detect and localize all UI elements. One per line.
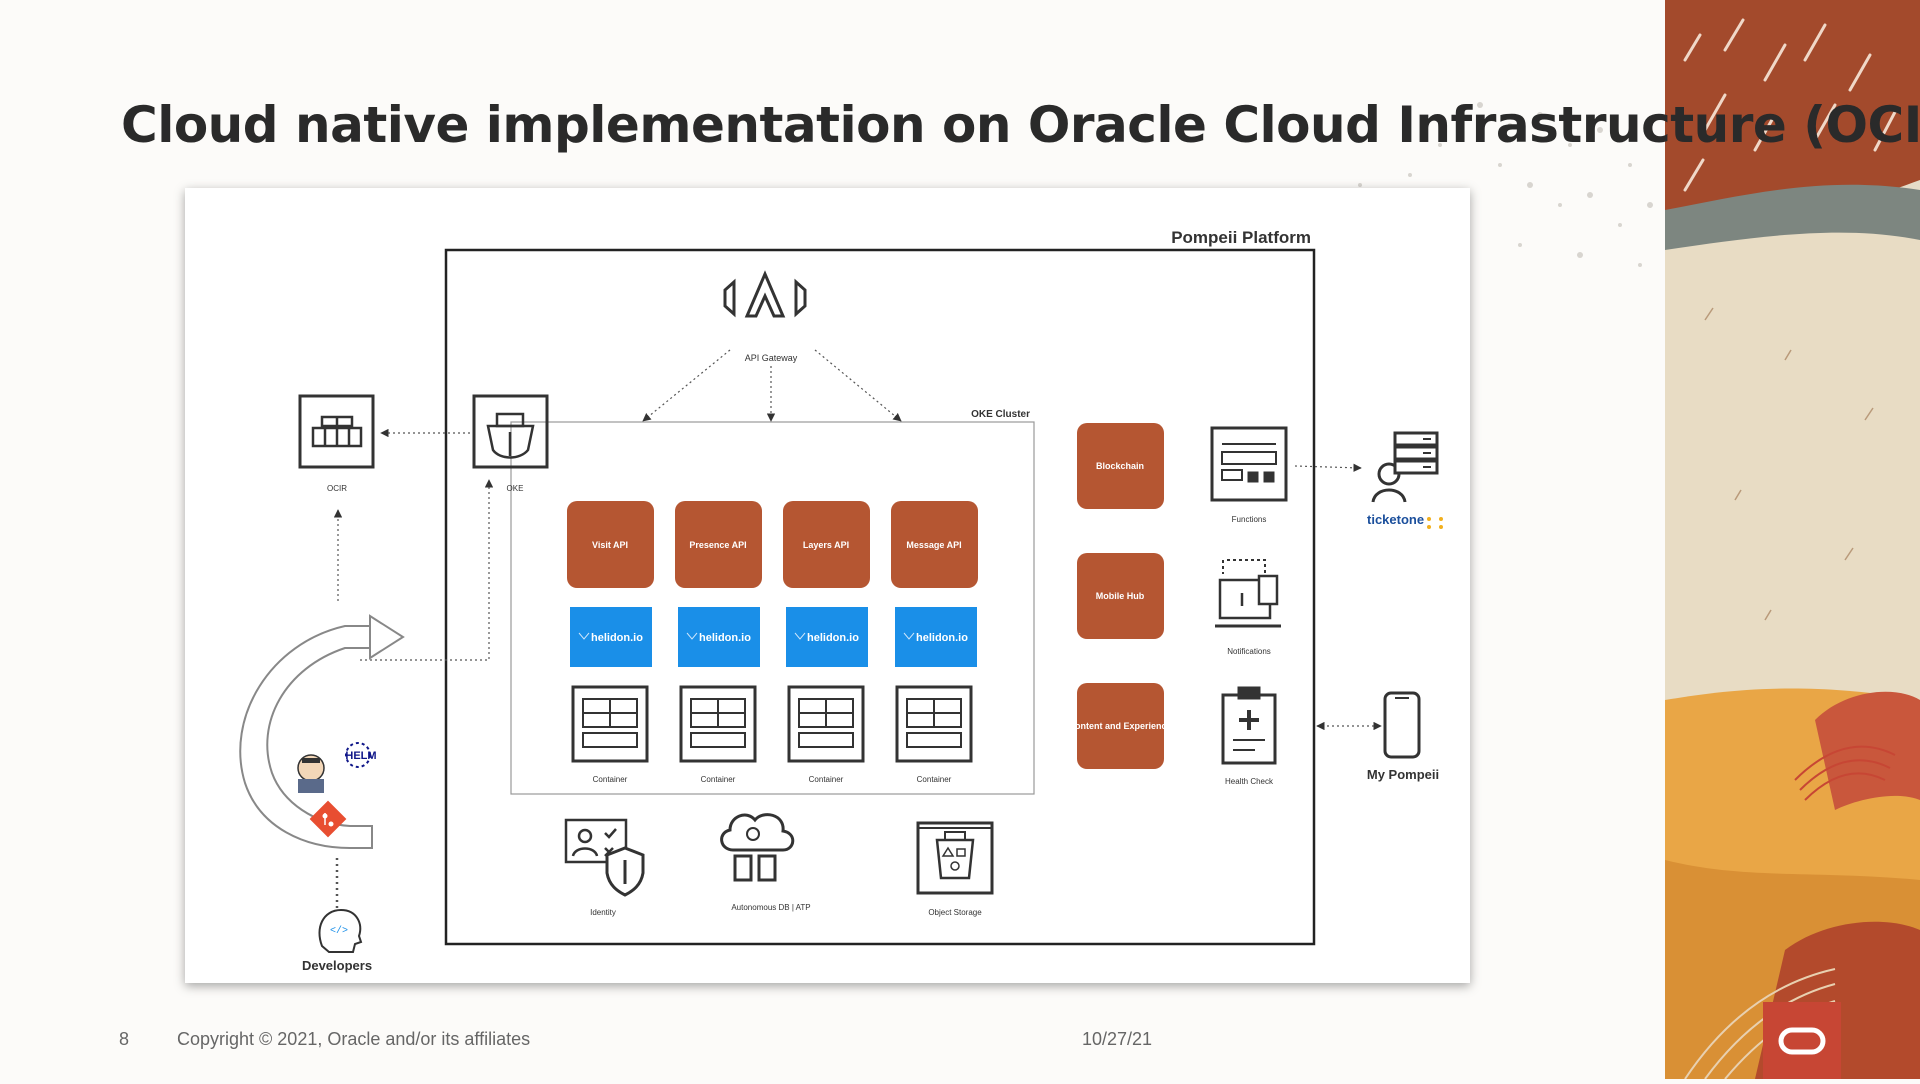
autonomous-db-icon [720, 813, 795, 882]
functions-to-ticketone-link [1294, 463, 1362, 472]
api-tile-label: Message API [906, 540, 961, 550]
ocir-label: OCIR [327, 484, 347, 493]
decorative-art-panel [1665, 0, 1920, 1079]
container-label: Container [593, 775, 628, 784]
container-icon [679, 685, 757, 763]
service-tile-label: Blockchain [1096, 461, 1144, 471]
helidon-label: helidon.io [807, 632, 859, 644]
health-check-icon [1221, 686, 1277, 765]
platform-frame [444, 248, 1316, 946]
helidon-label: helidon.io [591, 632, 643, 644]
developer-head-icon: </> [318, 908, 363, 953]
notifications-label: Notifications [1227, 647, 1271, 656]
user-server-icon [1371, 431, 1439, 503]
svg-text:</>: </> [330, 925, 348, 937]
gateway-link-left [642, 349, 731, 422]
page-number: 8 [119, 1029, 130, 1049]
gateway-link-right [814, 349, 902, 422]
oke-label: OKE [507, 484, 524, 493]
helidon-label: helidon.io [916, 632, 968, 644]
autonomous-db-label: Autonomous DB | ATP [731, 903, 810, 912]
health-check-label: Health Check [1225, 777, 1274, 786]
oracle-logo [1763, 1002, 1841, 1079]
api-tile: Message API [891, 501, 978, 588]
date-text: 10/27/21 [1082, 1029, 1153, 1049]
cluster-label: OKE Cluster [971, 409, 1030, 420]
container-label: Container [809, 775, 844, 784]
ticketone-logo: ticketone [1367, 512, 1424, 527]
my-pompeii-label: My Pompeii [1367, 767, 1439, 782]
helidon-tile: helidon.io [570, 607, 652, 667]
oke-icon [472, 394, 549, 469]
mobile-phone-icon [1383, 691, 1421, 759]
container-icon [787, 685, 865, 763]
developers-label: Developers [302, 958, 372, 973]
container-icon [895, 685, 973, 763]
helidon-tile: helidon.io [786, 607, 868, 667]
git-icon [309, 800, 347, 838]
service-tile-content: Content and Experience [1068, 683, 1172, 769]
copyright-text: Copyright © 2021, Oracle and/or its affi… [177, 1029, 531, 1049]
container-icon [571, 685, 649, 763]
jenkins-icon [297, 754, 325, 793]
oke-cluster-frame [510, 421, 1035, 795]
identity-label: Identity [590, 908, 616, 917]
service-tile-label: Mobile Hub [1096, 591, 1145, 601]
api-tile: Presence API [675, 501, 762, 588]
service-tile-mobile-hub: Mobile Hub [1077, 553, 1164, 639]
ocir-icon [298, 394, 375, 469]
api-gateway-icon [723, 270, 807, 318]
api-tile-label: Layers API [803, 540, 849, 550]
architecture-diagram: Pompeii Platform OKE Cluster API Gateway… [185, 188, 1470, 983]
identity-icon [564, 818, 645, 897]
functions-label: Functions [1232, 515, 1267, 524]
notifications-icon [1215, 559, 1281, 628]
page-title: Cloud native implementation on Oracle Cl… [121, 96, 1920, 154]
helm-label: HELM [345, 750, 376, 762]
service-tile-blockchain: Blockchain [1077, 423, 1164, 509]
platform-label: Pompeii Platform [1171, 228, 1311, 247]
helm-icon: HELM [345, 742, 377, 768]
functions-icon [1210, 426, 1288, 502]
container-label: Container [701, 775, 736, 784]
service-tile-label: Content and Experience [1068, 721, 1171, 731]
helidon-tile: helidon.io [678, 607, 760, 667]
ci-loop-arrow [239, 614, 405, 849]
object-storage-icon [916, 821, 994, 895]
sparkle-icon [1427, 517, 1443, 529]
helidon-label: helidon.io [699, 632, 751, 644]
api-tile: Visit API [567, 501, 654, 588]
api-tile: Layers API [783, 501, 870, 588]
api-tile-label: Presence API [689, 540, 746, 550]
api-tile-label: Visit API [592, 540, 628, 550]
api-gateway-label: API Gateway [745, 353, 798, 363]
helidon-tile: helidon.io [895, 607, 977, 667]
container-label: Container [917, 775, 952, 784]
object-storage-label: Object Storage [928, 908, 982, 917]
